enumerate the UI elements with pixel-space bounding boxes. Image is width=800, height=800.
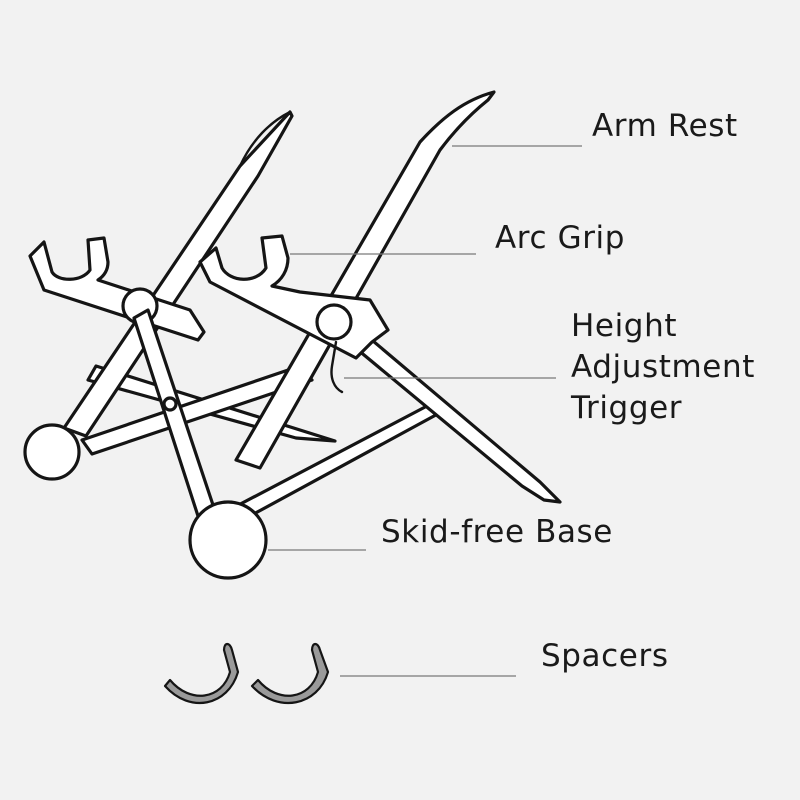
height-trigger-line-3: Trigger [571, 389, 683, 426]
arm-rest-label: Arm Rest [592, 108, 738, 144]
left-arm-rest-tip [238, 110, 292, 168]
right-arm-rest [234, 90, 496, 470]
height-trigger-line-1: Height [571, 308, 678, 344]
height-trigger-line-2: Adjustment [571, 348, 755, 385]
arc-grip-label: Arc Grip [495, 220, 626, 256]
right-rear-leg [344, 328, 562, 504]
left-arc-grip-arm [28, 236, 206, 342]
spacer-right [250, 642, 330, 704]
height-trigger-label: Height Adjustment Trigger [571, 306, 755, 429]
small-base-foot [23, 423, 81, 481]
cross-brace [80, 364, 314, 456]
height-trigger-lever [330, 340, 344, 394]
leg-rivet [162, 396, 178, 412]
spacers-label: Spacers [541, 638, 669, 674]
spacers-illustration [163, 642, 330, 704]
skid-free-base-label: Skid-free Base [381, 514, 613, 550]
right-pivot-disc [315, 303, 353, 341]
spacer-left [163, 642, 240, 704]
large-base-foot [188, 500, 268, 580]
